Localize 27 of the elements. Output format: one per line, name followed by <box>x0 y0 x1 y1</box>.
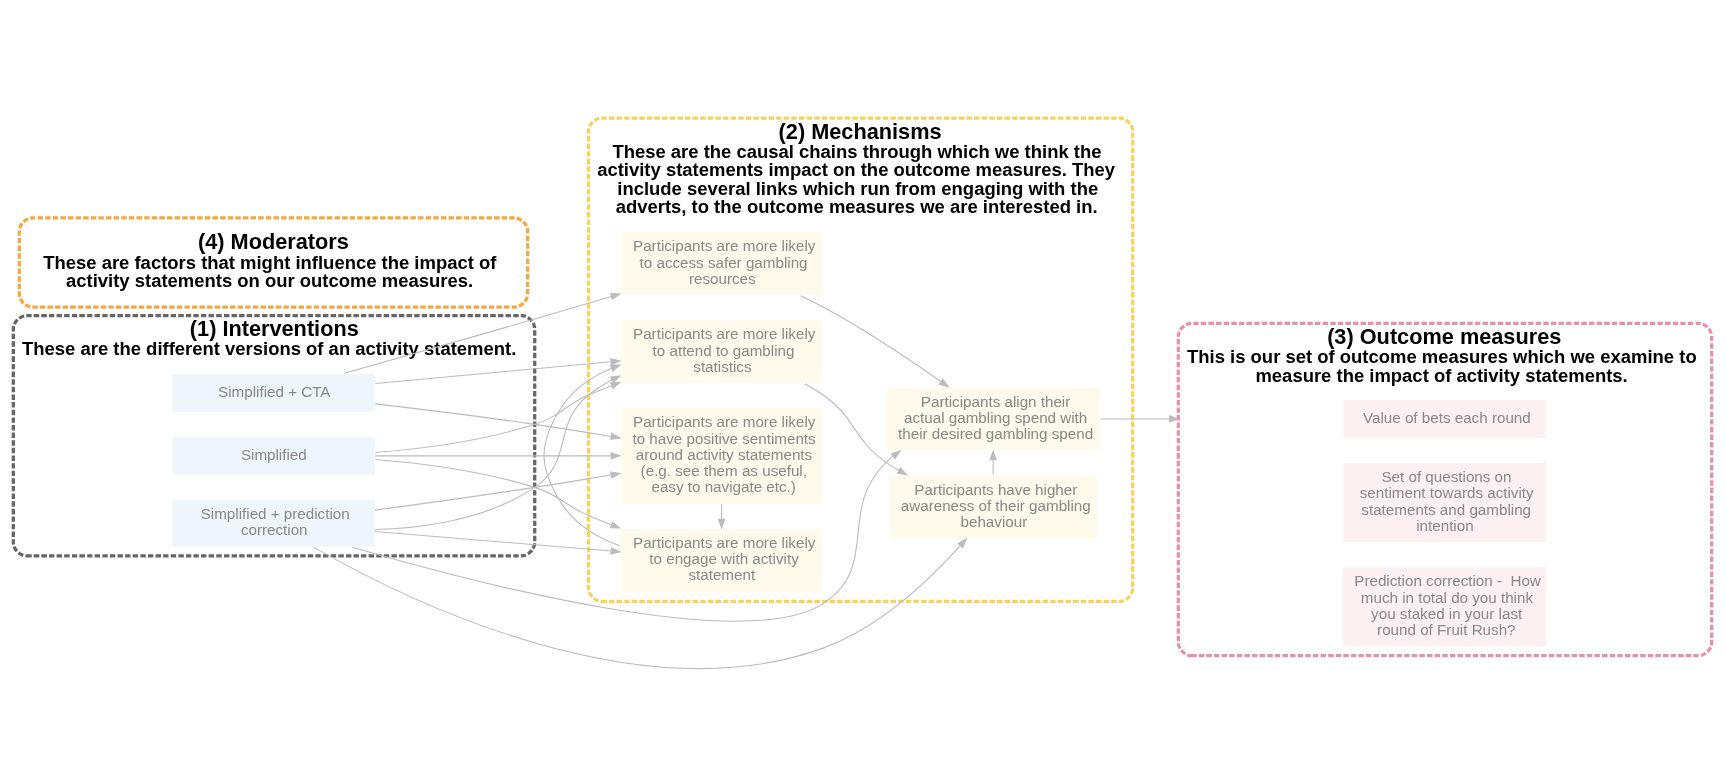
node-box: Participants are more likely to have positive sentiments around activity statements (e.g. see them as useful, easy to navigate etc.) <box>619 406 824 505</box>
arrow <box>1099 414 1180 423</box>
arrow <box>374 470 622 511</box>
arrow <box>343 292 622 374</box>
arrow <box>989 448 997 475</box>
node-box: Participants have higher awareness of their gambling behaviour <box>888 473 1098 539</box>
arrow <box>717 503 726 530</box>
arrow <box>374 374 622 530</box>
arrow <box>374 451 622 460</box>
node-box: Participants align their actual gambling spend with their desired gambling spend <box>885 385 1101 451</box>
arrow <box>313 537 968 669</box>
arrow <box>800 294 950 388</box>
arrow <box>374 458 622 529</box>
node-box: Participants are more likely to attend to gambling statistics <box>619 318 824 384</box>
arrow <box>804 382 908 476</box>
node-box: (4) Moderators These are factors that might influence the impact of activity statements on our outcome measures. <box>17 215 530 309</box>
node-box: Participants are more likely to engage with activity statement <box>619 527 824 593</box>
arrow <box>374 381 622 453</box>
node-box: Simplified + prediction correction <box>171 498 376 548</box>
arrow <box>351 449 902 622</box>
arrow <box>374 530 622 555</box>
arrow <box>374 357 622 384</box>
arrow <box>374 402 622 440</box>
node-box: Simplified + CTA <box>171 372 376 413</box>
node-box: Simplified <box>171 435 376 476</box>
arrow <box>543 364 622 546</box>
node-box: Participants are more likely to access safer gambling resources <box>619 230 824 296</box>
